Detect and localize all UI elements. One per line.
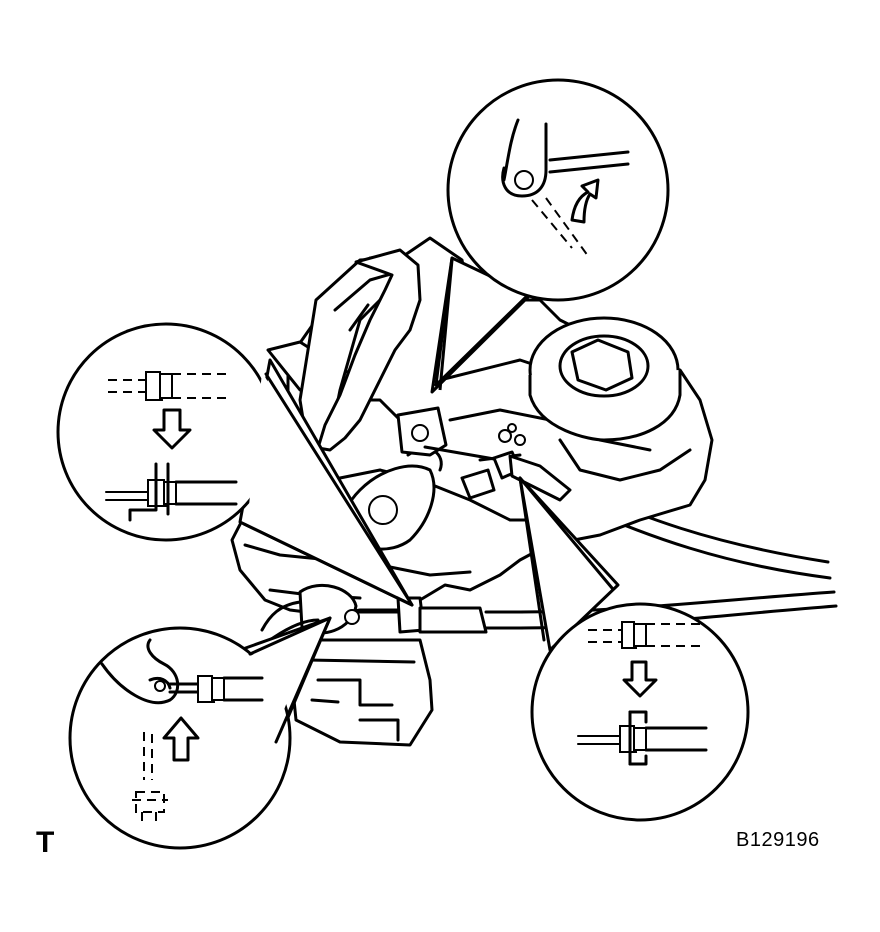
figure-id: B129196	[736, 829, 820, 851]
callout-cable-end-lower	[68, 616, 332, 850]
callout-lever-connection	[430, 78, 670, 394]
callout-cable-end-right	[518, 476, 750, 822]
callout-cable-end-upper	[56, 322, 414, 607]
corner-mark: T	[36, 826, 55, 859]
